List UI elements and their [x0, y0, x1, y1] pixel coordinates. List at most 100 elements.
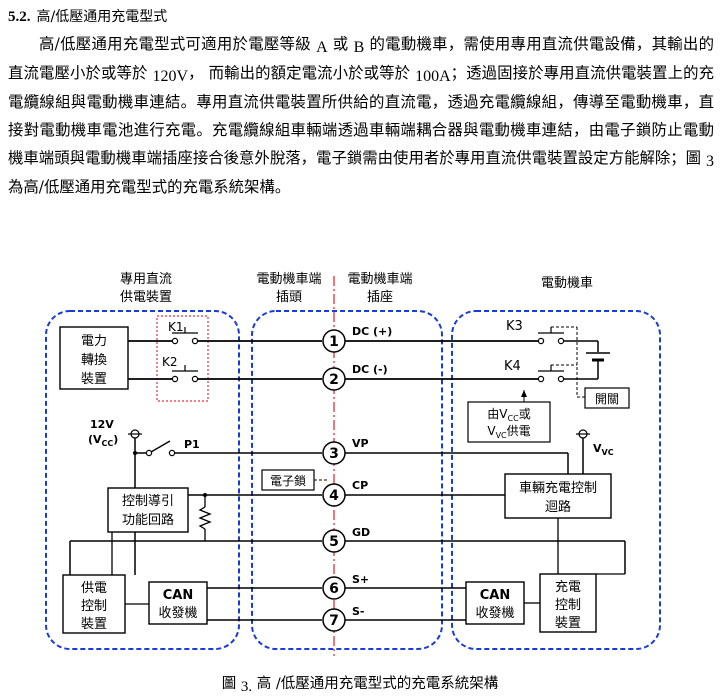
k1-label: K1 [168, 320, 184, 334]
para-text-2: 或 [327, 35, 354, 53]
pin-1-label: DC (+) [352, 325, 392, 338]
pin-3-number: 3 [329, 446, 339, 462]
pin-5: 5 GD [322, 526, 370, 553]
vcc-supply-box [467, 401, 551, 443]
control-pilot-box [107, 487, 189, 533]
pin-4-label: CP [352, 479, 368, 492]
can-right-label-2: 收發機 [475, 606, 514, 621]
current-limit: 100A [415, 68, 451, 85]
socket-group-label-2: 插座 [367, 290, 393, 305]
voltage-level-a: A [316, 39, 328, 56]
pin-7-number: 7 [329, 613, 339, 629]
section-title: 高/低壓通用充電型式 [36, 9, 168, 25]
supply-group-border [45, 310, 240, 650]
figure-caption: 圖 3. 高 /低壓通用充電型式的充電系統架構 [0, 672, 720, 695]
para-text-3: 的電動機車，需使用專用直流供電設備，其輸出的直流電壓小於或等於 [8, 35, 714, 82]
supply-control-label-3: 裝置 [81, 617, 107, 632]
control-pilot-label-1: 控制導引 [122, 494, 174, 509]
electronic-lock-label: 電子鎖 [270, 473, 306, 488]
open-close-box [584, 387, 630, 409]
para-text-4: ， 而輸出的額定電流小於或等於 [188, 64, 416, 82]
pin-6-number: 6 [329, 581, 339, 597]
pin-6-label: S+ [352, 573, 369, 586]
pin-5-number: 5 [329, 534, 339, 550]
supply-control-label-2: 控制 [81, 599, 107, 614]
pin-3: 3 VP [322, 437, 369, 465]
pin-3-label: VP [352, 437, 369, 450]
pin-1: 1 DC (+) [322, 325, 392, 353]
k2-contact-a [171, 375, 179, 383]
supply-group-label-2: 供電裝置 [120, 290, 172, 305]
k1-contact-b [191, 337, 199, 345]
power-conversion-label-2: 轉換 [81, 353, 107, 368]
voltage-limit: 120V [152, 68, 189, 85]
pin-5-label: GD [352, 526, 370, 539]
power-conversion-box [59, 326, 129, 390]
para-text-5: ；透過固接於專用直流供電裝置上的充電纜線組與電動機車連結。專用直流供電裝置所供給… [8, 64, 714, 167]
vcc-supply-label-2: VVC供電 [487, 424, 530, 440]
vcc-supply-label-1: 由VCC或 [487, 407, 530, 423]
supply-12v-value: 12V [90, 418, 114, 431]
vehicle-charge-control-label-2: 迴路 [545, 499, 571, 515]
p1-blade [150, 440, 171, 453]
caption-prefix: 圖 [221, 676, 241, 692]
socket-group-label-1: 電動機車端 [347, 272, 412, 287]
resistor-zigzag [198, 506, 212, 530]
pin-2: 2 DC (-) [322, 363, 388, 391]
pin-6: 6 S+ [322, 573, 369, 600]
supply-control-label-1: 供電 [81, 581, 107, 596]
k1-contact-a [171, 337, 179, 345]
charge-control-box [539, 573, 597, 633]
k2-contact-b [191, 375, 199, 383]
charge-control-label-2: 控制 [555, 598, 581, 613]
coupler-group-border [251, 310, 443, 650]
power-conversion-label-3: 裝置 [81, 372, 107, 387]
can-left-label-2: 收發機 [158, 606, 197, 621]
p1-contact-a [145, 449, 153, 457]
vehicle-group-label: 電動機車 [541, 276, 593, 291]
pin-2-label: DC (-) [352, 363, 388, 376]
body-paragraph: 高/低壓通用充電型式可適用於電壓等級 A 或 B 的電動機車，需使用專用直流供電… [8, 30, 714, 201]
can-right-box [465, 581, 525, 625]
control-pilot-label-2: 功能回路 [122, 512, 174, 528]
supply-12v-name: (VCC) [88, 433, 118, 448]
pin-4-number: 4 [329, 488, 339, 504]
power-conversion-label-1: 電力 [81, 334, 107, 349]
can-left-box [148, 581, 208, 625]
vehicle-group-border [451, 310, 661, 650]
vcc-node-dot [133, 451, 137, 455]
pin-7: 7 S- [322, 605, 365, 632]
charge-control-label-1: 充電 [555, 579, 581, 595]
can-right-label-1: CAN [480, 588, 510, 603]
charge-control-label-3: 裝置 [555, 616, 581, 631]
caption-title: 高 /低壓通用充電型式的充電系統架構 [252, 676, 499, 692]
section-heading: 5.2. 高/低壓通用充電型式 [8, 6, 167, 26]
p1-label: P1 [184, 438, 200, 451]
vehicle-charge-control-box [504, 473, 612, 519]
caption-number: 3. [240, 679, 253, 695]
plug-group-label-1: 電動機車端 [256, 272, 321, 287]
figure-reference: 3 [706, 153, 714, 170]
plug-group-label-2: 插頭 [276, 290, 302, 305]
voltage-level-b: B [353, 39, 365, 56]
supply-group-label-1: 專用直流 [120, 272, 172, 287]
para-text-6: 為高/低壓通用充電型式的充電系統架構。 [8, 178, 291, 196]
vvc-label: VVC [593, 442, 614, 457]
pin-4: 4 CP [322, 479, 368, 507]
k4-label: K4 [504, 359, 521, 374]
supply-control-box [62, 574, 126, 634]
vehicle-charge-control-label-1: 車輛充電控制 [519, 480, 597, 496]
pin-7-label: S- [352, 605, 365, 618]
k3-label: K3 [506, 319, 523, 334]
p1-contact-b [168, 449, 176, 457]
section-number: 5.2. [8, 9, 31, 25]
k3-contact-b [557, 337, 565, 345]
open-close-label: 開關 [595, 392, 619, 406]
can-left-label-1: CAN [163, 588, 193, 603]
para-text-1: 高/低壓通用充電型式可適用於電壓等級 [39, 35, 317, 53]
pin-2-number: 2 [329, 372, 339, 388]
resistor-cp-node [203, 493, 207, 497]
k4-contact-b [557, 375, 565, 383]
k3-contact-a [537, 337, 545, 345]
